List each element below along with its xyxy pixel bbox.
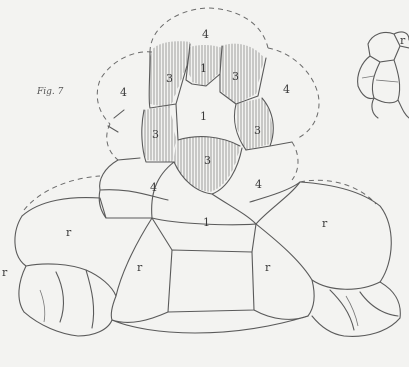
label-1-lower: 1 [203,216,210,229]
label-3-mid-left: 3 [152,128,159,141]
label-4-right: 4 [283,83,290,96]
hatched-cell-3-mid-left [143,106,176,162]
hatched-cell-3-top-right [220,44,264,104]
label-3-bottom: 3 [204,154,211,167]
label-3-top-left: 3 [166,72,173,85]
label-r-far-left: r [66,226,72,239]
label-r-inset: r [400,34,406,47]
figure-caption: Fig. 7 [36,87,64,97]
label-r-edge-left: r [2,266,8,279]
label-r-left: r [137,261,143,274]
label-3-top-right: 3 [232,70,239,83]
cell-labels: 4 3 1 3 4 4 3 1 3 3 4 4 r 1 r r r r r [2,28,406,279]
label-r-far-right: r [322,217,328,230]
label-4-lower-left: 4 [150,181,157,194]
label-3-mid-right: 3 [254,124,261,137]
label-1-center: 1 [200,110,207,123]
label-r-right: r [265,261,271,274]
label-1-top: 1 [200,62,207,75]
label-4-lower-right: 4 [255,178,262,191]
label-4-top: 4 [202,28,209,41]
label-4-left: 4 [120,86,127,99]
hatched-cells [143,41,272,192]
